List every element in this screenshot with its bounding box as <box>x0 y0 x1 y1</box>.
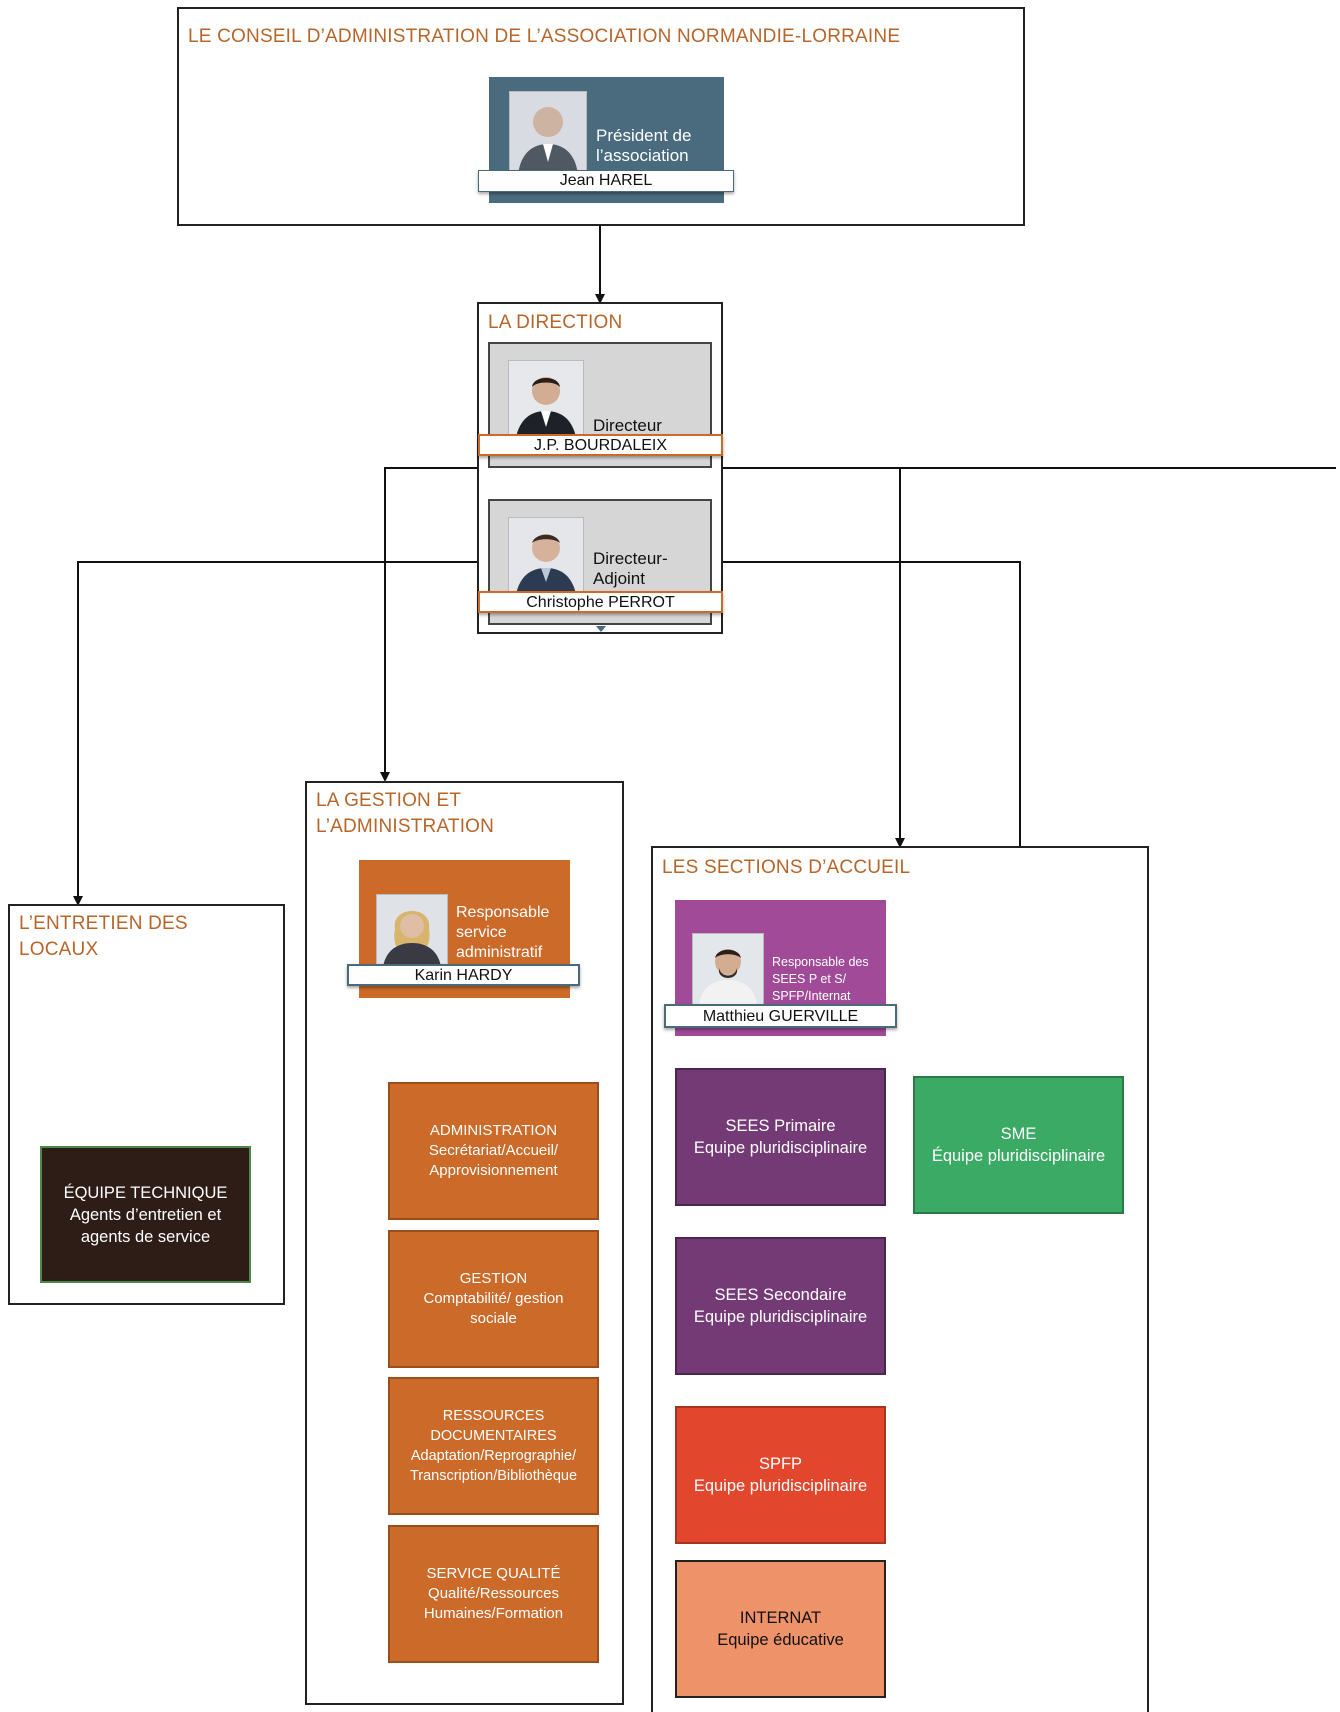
responsable-sections-name: Matthieu GUERVILLE <box>664 1004 897 1028</box>
sme-box: SME Équipe pluridisciplinaire <box>913 1076 1124 1214</box>
service-qualite-box: SERVICE QUALITÉ Qualité/Ressources Humai… <box>388 1525 599 1663</box>
sections-title: LES SECTIONS D’ACCUEIL <box>662 857 911 878</box>
gestion-box: GESTION Comptabilité/ gestion sociale <box>388 1230 599 1368</box>
sees-primaire-box: SEES Primaire Equipe pluridisciplinaire <box>675 1068 886 1206</box>
direction-title: LA DIRECTION <box>488 312 623 333</box>
adjoint-name: Christophe PERROT <box>478 591 723 613</box>
spfp-box: SPFP Equipe pluridisciplinaire <box>675 1406 886 1544</box>
responsable-admin-photo <box>376 894 448 968</box>
connector-to-gestion <box>380 467 478 782</box>
conseil-title: LE CONSEIL D’ADMINISTRATION DE L’ASSOCIA… <box>188 26 901 47</box>
ressources-documentaires-box: RESSOURCES DOCUMENTAIRES Adaptation/Repr… <box>388 1377 599 1515</box>
administration-box: ADMINISTRATION Secrétariat/Accueil/ Appr… <box>388 1082 599 1220</box>
president-name: Jean HAREL <box>478 170 734 192</box>
directeur-role: Directeur <box>593 416 662 435</box>
internat-box: INTERNAT Equipe éducative <box>675 1560 886 1698</box>
connector-to-entretien <box>73 561 478 906</box>
responsable-admin-name: Karin HARDY <box>347 964 580 986</box>
directeur-photo <box>508 360 584 444</box>
sees-secondaire-box: SEES Secondaire Equipe pluridisciplinair… <box>675 1237 886 1375</box>
adjoint-photo <box>508 517 584 601</box>
president-photo <box>509 91 587 177</box>
adjoint-role: Directeur-Adjoint <box>593 549 668 588</box>
responsable-sections-photo <box>692 933 764 1005</box>
adjoint-arrow-marker <box>596 626 606 632</box>
adjoint-card: Directeur-Adjoint <box>488 499 712 625</box>
directeur-name: J.P. BOURDALEIX <box>478 434 723 456</box>
equipe-technique-box: ÉQUIPE TECHNIQUE Agents d’entretien et a… <box>40 1146 251 1283</box>
